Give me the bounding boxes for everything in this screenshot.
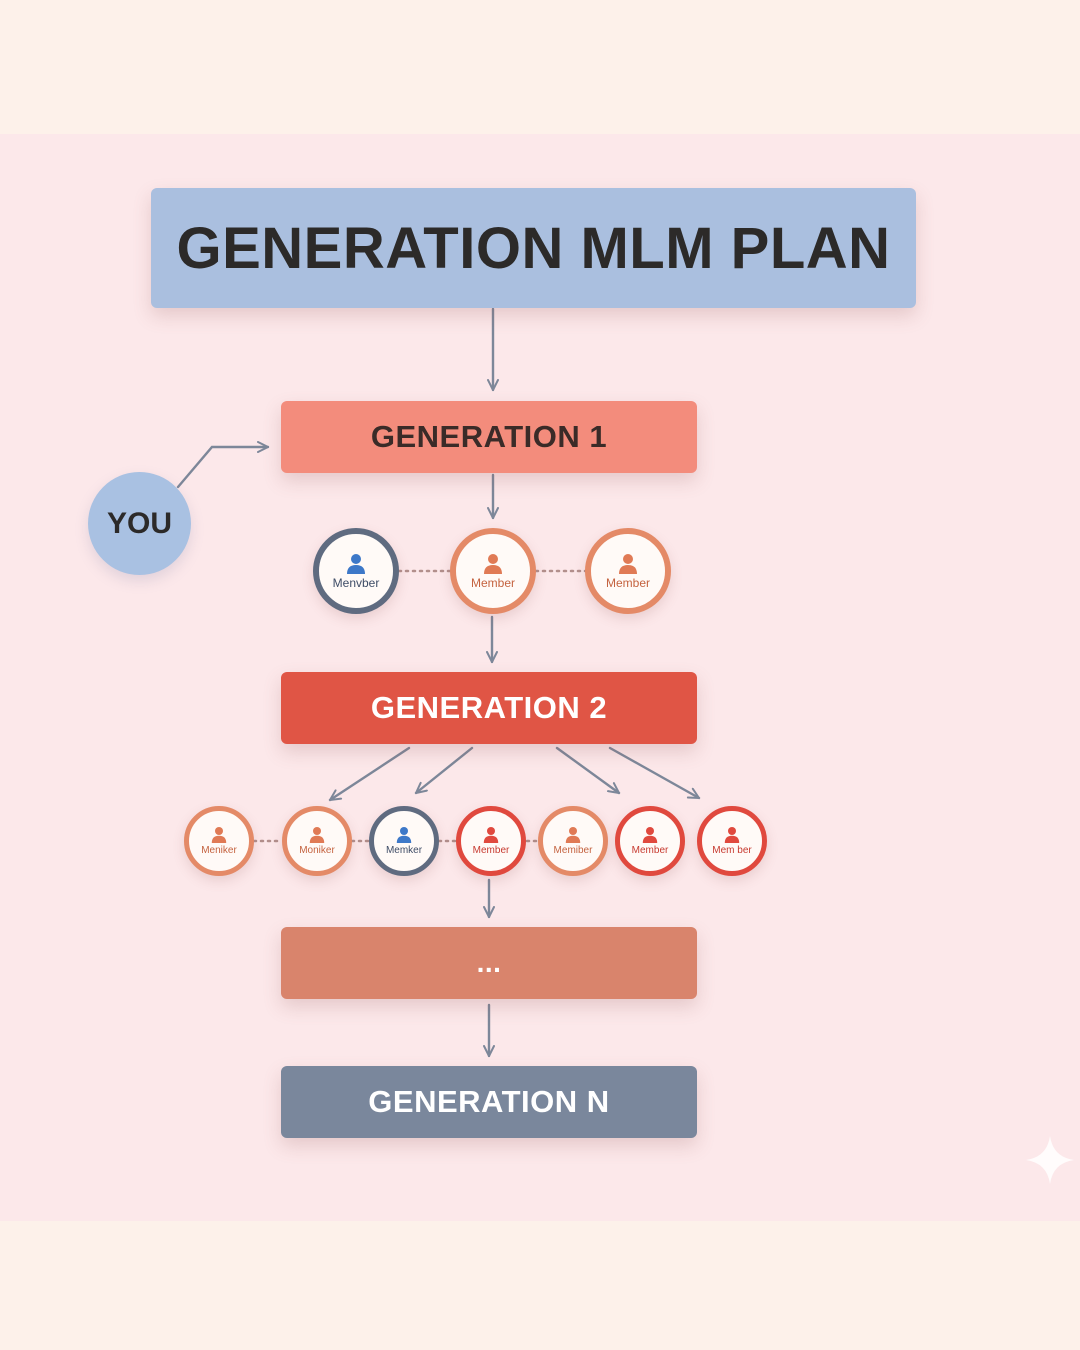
arrow-gen2-branch-4 [608, 746, 701, 800]
arrow-gen2-branch-1 [328, 746, 411, 802]
person-icon [309, 827, 325, 843]
gen2-member-node: Memker [369, 806, 439, 876]
person-icon [619, 554, 637, 574]
member-label: Member [472, 845, 510, 856]
member-label: Meniker [201, 845, 237, 856]
gen2-member-node: Moniker [282, 806, 352, 876]
person-icon [724, 827, 740, 843]
person-icon [642, 827, 658, 843]
person-icon [484, 554, 502, 574]
gen2-member-node: Meniker [184, 806, 254, 876]
person-icon [565, 827, 581, 843]
generation-1-box: GENERATION 1 [281, 401, 697, 473]
arrow-gen2-branch-2 [414, 746, 474, 795]
generation-2-box: GENERATION 2 [281, 672, 697, 744]
member-label: Memiber [553, 845, 593, 856]
arrow-you-to-gen1 [176, 441, 270, 489]
gen2-member-node: Member [615, 806, 685, 876]
member-label: Moniker [299, 845, 335, 856]
member-label: Menvber [332, 576, 380, 590]
gen1-member-node: Menvber [313, 528, 399, 614]
sparkle-icon [1026, 1136, 1074, 1184]
more-generations-box: ... [281, 927, 697, 999]
page-title: GENERATION MLM PLAN [151, 188, 916, 308]
you-node: YOU [88, 472, 191, 575]
person-icon [347, 554, 365, 574]
member-label: Member [470, 576, 515, 590]
generation-n-box: GENERATION N [281, 1066, 697, 1138]
person-icon [211, 827, 227, 843]
gen2-member-node: Member [456, 806, 526, 876]
person-icon [396, 827, 412, 843]
gen1-member-node: Member [585, 528, 671, 614]
member-label: Member [605, 576, 650, 590]
member-label: Memker [385, 845, 423, 856]
member-label: Member [631, 845, 669, 856]
gen2-member-node: Memiber [538, 806, 608, 876]
person-icon [483, 827, 499, 843]
member-label: Mem ber [712, 845, 752, 856]
gen1-member-node: Member [450, 528, 536, 614]
arrow-gen2-branch-3 [555, 746, 621, 795]
gen2-member-node: Mem ber [697, 806, 767, 876]
